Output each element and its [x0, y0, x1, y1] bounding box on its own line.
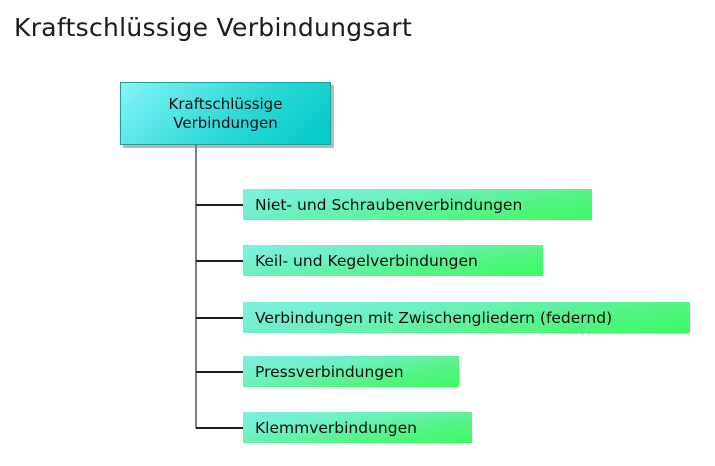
leaf-node-label: Verbindungen mit Zwischengliedern (feder… [255, 308, 613, 327]
leaf-node-klemmverbindungen[interactable]: Klemmverbindungen [243, 412, 472, 443]
leaf-node-keil-und-kegelverbindungen[interactable]: Keil- und Kegelverbindungen [243, 245, 543, 276]
branch-connector-line-1 [196, 204, 243, 206]
leaf-node-label: Niet- und Schraubenverbindungen [255, 195, 523, 214]
root-node-label: Kraftschlüssige Verbindungen [168, 94, 283, 132]
branch-connector-line-5 [196, 427, 243, 429]
branch-connector-line-2 [196, 260, 243, 262]
root-node-kraftschluessige-verbindungen[interactable]: Kraftschlüssige Verbindungen [120, 82, 331, 145]
leaf-node-label: Klemmverbindungen [255, 418, 417, 437]
page-title: Kraftschlüssige Verbindungsart [14, 13, 413, 42]
leaf-node-label: Pressverbindungen [255, 362, 404, 381]
trunk-connector-line [195, 145, 197, 428]
leaf-node-pressverbindungen[interactable]: Pressverbindungen [243, 356, 459, 387]
leaf-node-verbindungen-mit-zwischengliedern-federnd[interactable]: Verbindungen mit Zwischengliedern (feder… [243, 302, 690, 333]
leaf-node-label: Keil- und Kegelverbindungen [255, 251, 478, 270]
branch-connector-line-3 [196, 317, 243, 319]
leaf-node-niet-und-schraubenverbindungen[interactable]: Niet- und Schraubenverbindungen [243, 189, 592, 220]
branch-connector-line-4 [196, 371, 243, 373]
